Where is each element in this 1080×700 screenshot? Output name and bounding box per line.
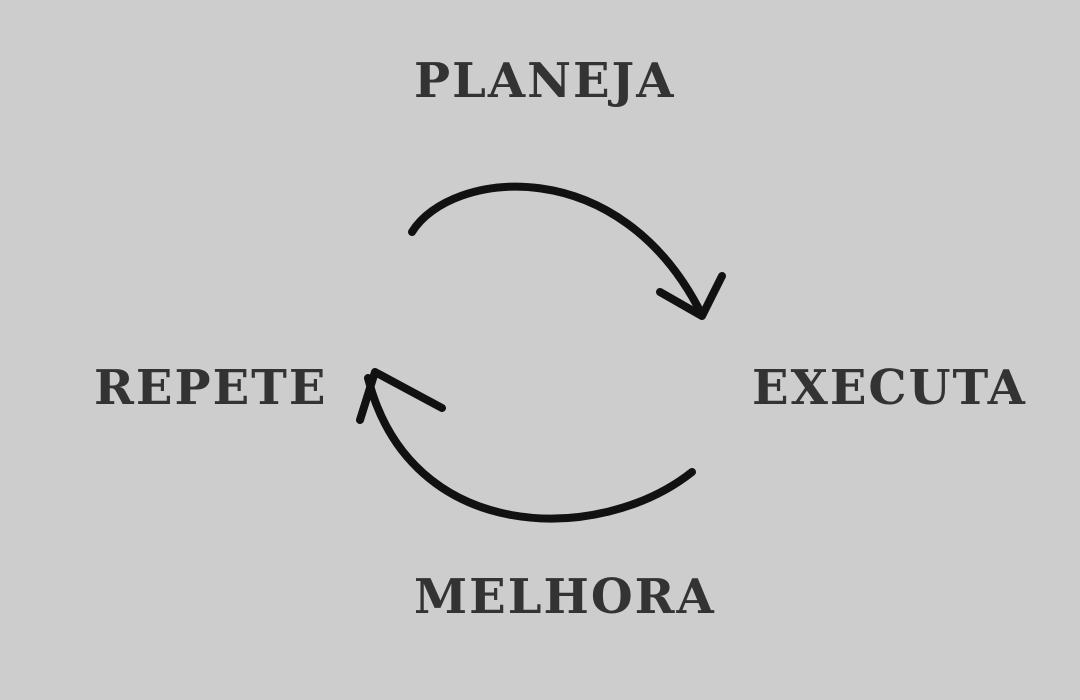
- step-melhora: MELHORA: [414, 569, 716, 625]
- step-repete: REPETE: [94, 360, 328, 416]
- step-executa: EXECUTA: [752, 360, 1027, 416]
- arrow-bottom-icon: [356, 368, 696, 523]
- step-planeja: PLANEJA: [414, 53, 676, 109]
- arrow-top-icon: [408, 182, 726, 320]
